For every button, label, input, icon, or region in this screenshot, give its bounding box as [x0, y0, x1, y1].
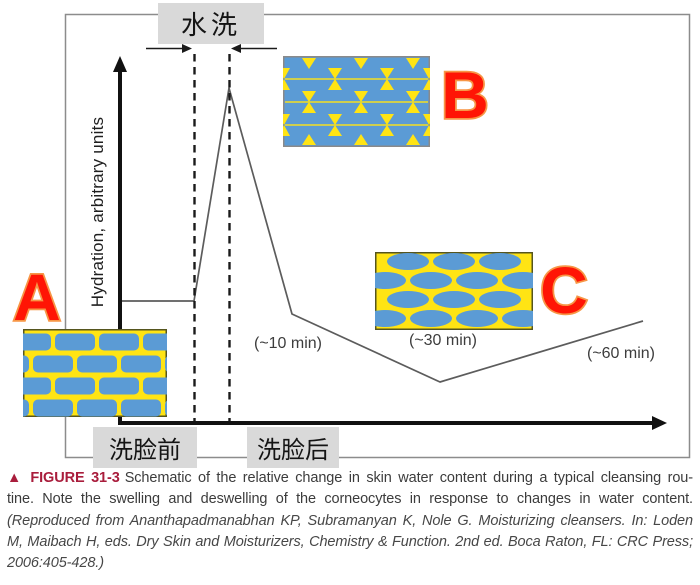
y-axis-label: Hydration, arbitrary units — [88, 116, 107, 308]
svg-text:A: A — [13, 260, 61, 334]
figure-number-label: ▲ FIGURE 31-3 — [7, 470, 120, 486]
triangle-marker-icon: ▲ — [7, 470, 24, 486]
svg-text:C: C — [540, 253, 588, 327]
after-wash-label-box: 洗脸后 — [247, 427, 339, 468]
stage-a-letter: A — [11, 258, 62, 336]
corneocytes-swollen-illustration — [283, 56, 430, 147]
caption-line-2: tine. Note the swelling and deswelling o… — [7, 491, 693, 508]
stage-b-letter: B — [439, 56, 490, 134]
wash-label-box: 水洗 — [158, 3, 264, 44]
citation-line-1: (Reproduced from Ananthapadmanabhan KP, … — [7, 512, 693, 529]
wash-label: 水洗 — [180, 11, 241, 41]
time-label-30min: (~30 min) — [408, 332, 478, 349]
plot-canvas — [64, 13, 691, 459]
before-wash-label: 洗脸前 — [109, 436, 181, 464]
figure-frame — [64, 13, 691, 459]
svg-text:B: B — [441, 58, 489, 132]
time-label-10min: (~10 min) — [253, 335, 323, 352]
after-wash-label: 洗脸后 — [257, 436, 329, 464]
arrow-left-icon — [231, 44, 277, 53]
before-wash-label-box: 洗脸前 — [93, 427, 197, 468]
citation-line-2: M, Maibach H, eds. Dry Skin and Moisturi… — [7, 533, 693, 550]
x-axis — [118, 416, 667, 430]
stage-c-letter: C — [538, 251, 589, 329]
corneocytes-normal-illustration — [23, 329, 167, 417]
time-label-60min: (~60 min) — [586, 345, 656, 362]
corneocytes-shrunken-illustration — [375, 252, 533, 330]
citation-line-3: 2006:405-428.) — [7, 555, 104, 572]
arrow-right-icon — [146, 44, 192, 53]
hydration-curve — [120, 87, 644, 383]
